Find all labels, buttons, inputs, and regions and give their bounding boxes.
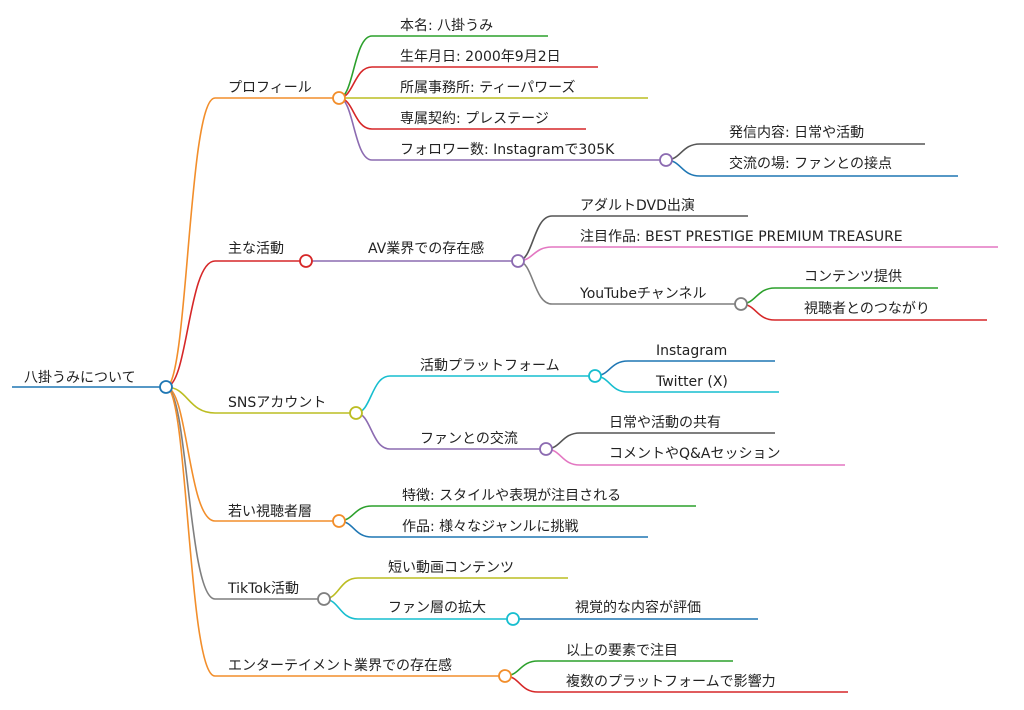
node-youtube-content: コンテンツ提供 <box>804 269 902 285</box>
node-short-video: 短い動画コンテンツ <box>388 560 514 576</box>
mindmap-node-dots <box>159 91 748 683</box>
profile-followers-link <box>338 97 373 161</box>
link-activities <box>165 260 216 388</box>
node-profile-name: 本名: 八掛うみ <box>400 18 493 34</box>
av-dvd-link <box>517 215 553 262</box>
node-instagram: Instagram <box>656 343 727 359</box>
dot-young <box>332 514 346 528</box>
dot-entertainment <box>498 669 512 683</box>
node-av-dvd: アダルトDVD出演 <box>580 198 695 214</box>
dot-fan-exchange <box>539 442 553 456</box>
link-profile <box>165 97 216 388</box>
node-share: 日常や活動の共有 <box>609 415 721 431</box>
node-fan-growth: ファン層の拡大 <box>388 600 486 616</box>
link-entertainment <box>165 386 216 677</box>
dot-tiktok <box>317 592 331 606</box>
node-root: 八掛うみについて <box>24 370 136 386</box>
dot-av-presence <box>511 254 525 268</box>
link-young <box>165 386 216 522</box>
dot-platforms <box>588 369 602 383</box>
mindmap-labels: 八掛うみについて プロフィール 本名: 八掛うみ 生年月日: 2000年9月2日… <box>24 18 930 690</box>
node-young-feature: 特徴: スタイルや表現が注目される <box>402 488 621 504</box>
node-followers-exchange: 交流の場: ファンとの接点 <box>729 155 892 172</box>
node-profile-followers: フォロワー数: Instagramで305K <box>400 142 615 158</box>
node-activities: 主な活動 <box>228 241 284 257</box>
node-av-notable: 注目作品: BEST PRESTIGE PREMIUM TREASURE <box>580 229 903 245</box>
dot-fan-growth <box>506 612 520 626</box>
node-profile-contract: 専属契約: プレステージ <box>400 111 549 127</box>
youtube-link <box>517 260 553 305</box>
node-tiktok: TikTok活動 <box>227 581 299 597</box>
node-visual: 視覚的な内容が評価 <box>575 599 701 616</box>
node-attention: 以上の要素で注目 <box>566 643 678 659</box>
node-av-presence: AV業界での存在感 <box>368 240 484 257</box>
node-fan-exchange: ファンとの交流 <box>420 430 518 447</box>
node-twitter: Twitter (X) <box>655 374 728 390</box>
platforms-link <box>355 375 391 414</box>
node-platforms: 活動プラットフォーム <box>420 358 560 374</box>
node-profile-birthday: 生年月日: 2000年9月2日 <box>400 49 561 65</box>
node-influence: 複数のプラットフォームで影響力 <box>566 673 776 690</box>
dot-profile <box>332 91 346 105</box>
fan-exchange-link <box>355 412 391 450</box>
link-tiktok <box>165 386 216 600</box>
dot-sns <box>349 406 363 420</box>
node-young: 若い視聴者層 <box>228 504 312 520</box>
node-comments: コメントやQ&Aセッション <box>609 446 781 462</box>
node-youtube: YouTubeチャンネル <box>579 286 707 302</box>
node-young-works: 作品: 様々なジャンルに挑戦 <box>402 519 578 535</box>
node-followers-content: 発信内容: 日常や活動 <box>729 124 864 141</box>
dot-followers <box>659 153 673 167</box>
dot-root <box>159 380 173 394</box>
node-profile-agency: 所属事務所: ティーパワーズ <box>400 80 576 96</box>
node-youtube-viewers: 視聴者とのつながり <box>804 301 930 317</box>
node-sns: SNSアカウント <box>228 395 326 411</box>
node-entertainment: エンターテイメント業界での存在感 <box>228 657 452 674</box>
profile-name-link <box>338 35 373 99</box>
mindmap-underlines <box>12 35 998 693</box>
dot-youtube <box>734 297 748 311</box>
dot-activities <box>299 254 313 268</box>
node-profile: プロフィール <box>228 80 312 96</box>
